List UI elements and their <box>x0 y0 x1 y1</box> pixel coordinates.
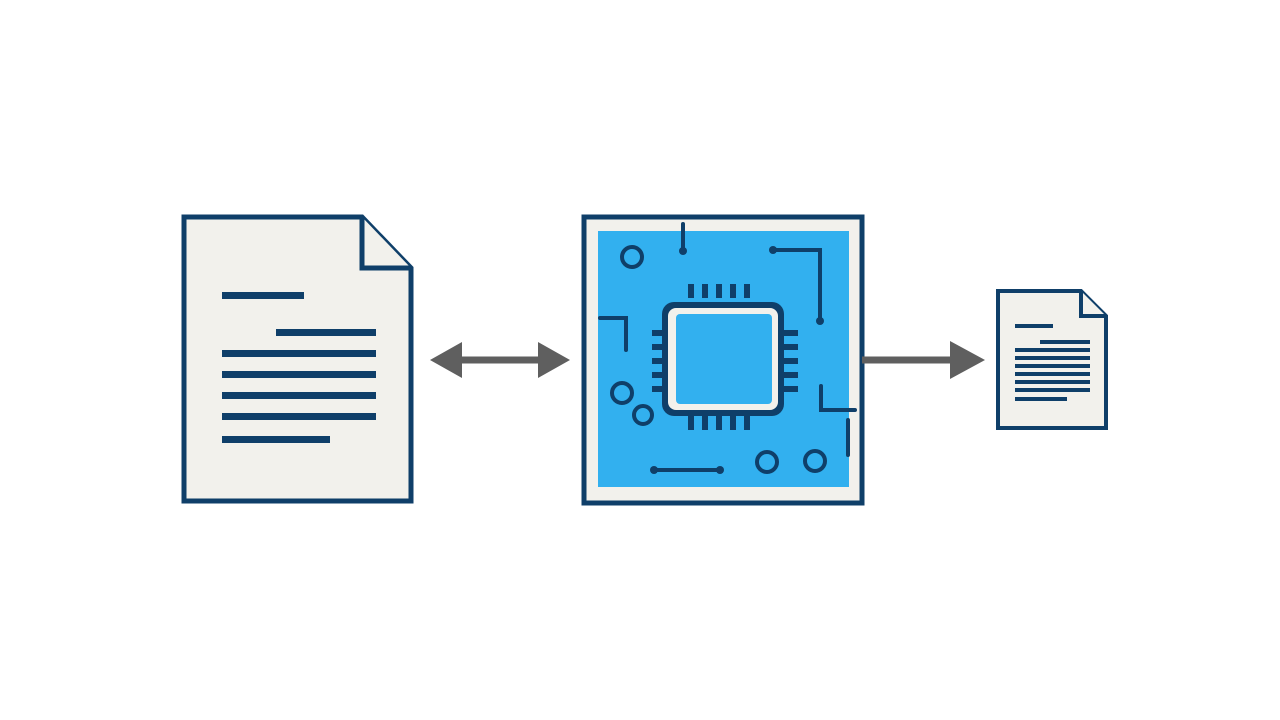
forward-arrow <box>862 341 985 379</box>
bidirectional-arrow <box>430 342 570 378</box>
microchip <box>652 284 798 430</box>
circuit-pads <box>650 246 824 474</box>
circuit-traces <box>598 222 857 474</box>
output-document <box>996 289 1108 430</box>
processor-board <box>581 214 865 506</box>
document-text-lines <box>1015 324 1090 401</box>
chip-pins <box>652 284 798 430</box>
document-icon <box>181 214 414 504</box>
circuit-chip-icon <box>581 214 865 506</box>
source-document <box>181 214 414 504</box>
document-icon <box>996 289 1108 430</box>
document-text-lines <box>222 292 376 443</box>
